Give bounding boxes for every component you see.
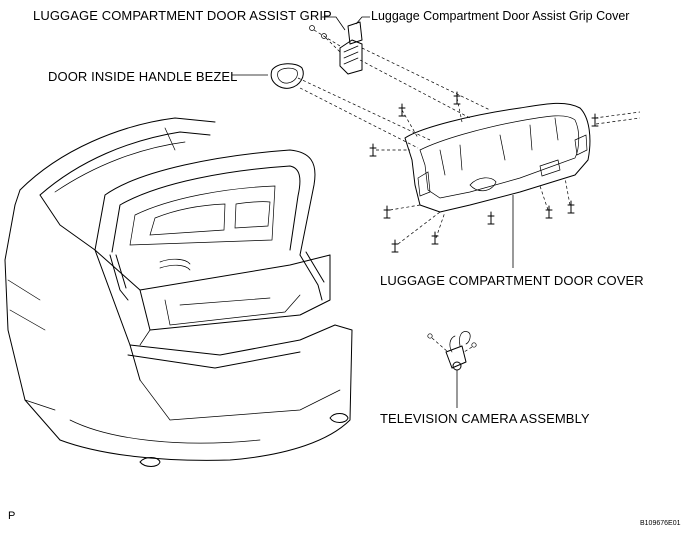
screw-grip-1 [309, 25, 315, 31]
rear-window-edge [39, 131, 211, 196]
guide-clip-top-1 [401, 109, 419, 139]
vehicle-rear-view [4, 117, 353, 467]
clip-icon [453, 91, 461, 105]
body-side-lines [7, 279, 56, 411]
clip-icon [383, 205, 391, 219]
guide-right-clip-2 [595, 117, 641, 125]
clip-icon [431, 231, 439, 245]
fastener-clips [369, 91, 599, 253]
clip-icon [487, 211, 495, 225]
trunk-lid-panel [129, 185, 276, 246]
door-cover-outline [404, 102, 591, 213]
guide-grip-to-cover [359, 59, 471, 119]
assembly-guides [297, 47, 641, 245]
assist-grip-label: LUGGAGE COMPARTMENT DOOR ASSIST GRIP [33, 8, 332, 23]
rear-body [4, 204, 141, 441]
guide-grip-to-cover-2 [361, 47, 491, 111]
clip-icon [369, 143, 377, 157]
clip-icon [398, 103, 406, 117]
guide-clip-right-2 [564, 177, 571, 206]
clip-icon [545, 205, 553, 219]
camera-assembly-label: TELEVISION CAMERA ASSEMBLY [380, 411, 590, 426]
clip-icon [567, 200, 575, 214]
trunk-floor-detail [139, 294, 301, 346]
camera-screw-guide [431, 337, 473, 353]
guide-right-clip [594, 111, 641, 119]
camera-screw-1 [427, 333, 433, 339]
handle-bezel-inner [277, 67, 298, 84]
clip-icon [391, 239, 399, 253]
guide-clip-top-2 [456, 97, 463, 123]
assist-grip-cover [347, 21, 363, 45]
handle-bezel-outline [270, 63, 304, 89]
bumper-lines [69, 379, 341, 444]
clip-icon [591, 113, 599, 127]
guide-bezel-to-cover [299, 87, 419, 149]
guide-bezel-to-cover-2 [297, 77, 431, 141]
trunk-lid-grip [159, 258, 191, 271]
assist-grip-leader [322, 16, 346, 31]
trunk-lid-openings [149, 201, 271, 236]
trunk-lid-inner [111, 165, 301, 253]
guide-clip-right-1 [539, 185, 549, 211]
door-cover-inner [419, 115, 580, 199]
rear-bumper [59, 324, 353, 461]
guide-clip-left-4 [435, 211, 446, 239]
assist-grip-cover-leader [355, 16, 370, 25]
right-hinge [299, 251, 325, 301]
trunk-lid-outer [94, 149, 316, 256]
screw-grip-2 [321, 33, 327, 39]
assist-grip-cover-label: Luggage Compartment Door Assist Grip Cov… [371, 9, 630, 23]
exhaust-left [139, 457, 161, 467]
camera-harness [449, 331, 471, 353]
handle-bezel-part [232, 63, 304, 89]
rear-glass-lines [54, 127, 186, 193]
tail-lamp [127, 324, 336, 369]
assist-grip-body [339, 39, 363, 75]
guide-clip-left-2 [389, 204, 421, 211]
camera-bracket [445, 345, 467, 369]
camera-assembly-part [427, 331, 477, 408]
guide-clip-left-3 [397, 211, 441, 245]
assist-grip-detail [343, 45, 359, 65]
door-cover-ribs [439, 117, 559, 176]
camera-screw-2 [471, 342, 477, 348]
door-cover-part [404, 102, 591, 268]
door-cover-recesses [417, 134, 588, 197]
figure-code: B109676E01 [640, 520, 681, 527]
door-cover-label: LUGGAGE COMPARTMENT DOOR COVER [380, 273, 644, 288]
trunk-opening [94, 249, 331, 291]
trunk-floor [139, 254, 331, 331]
assist-grip-part [309, 16, 370, 75]
view-letter: P [8, 510, 16, 522]
roof-line [19, 117, 216, 191]
exhaust-right [329, 413, 349, 423]
c-pillar [14, 189, 96, 251]
handle-bezel-label: DOOR INSIDE HANDLE BEZEL [48, 69, 238, 84]
grip-screw-guide [313, 29, 341, 53]
